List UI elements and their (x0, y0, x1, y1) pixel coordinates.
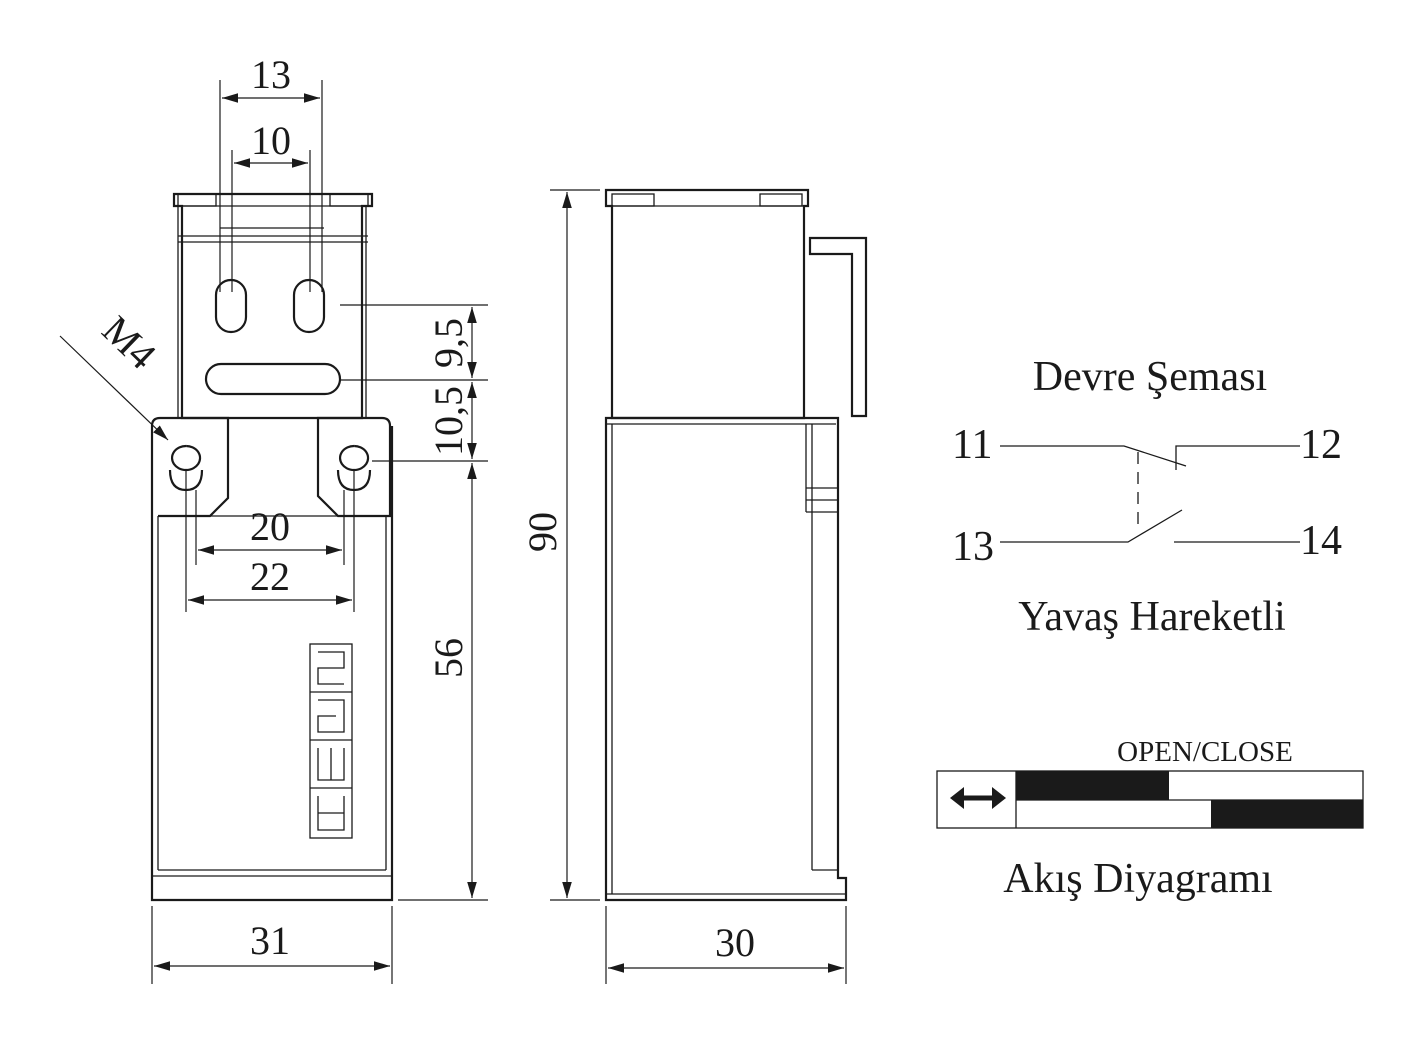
actuator-slot-right (292, 278, 326, 334)
terminal-12: 12 (1300, 422, 1342, 468)
thread-label: M4 (94, 307, 165, 378)
front-view: M4 13 10 9,5 10,5 56 20 22 31 (59, 52, 488, 984)
flow-title: Akış Diyagramı (1003, 856, 1272, 902)
circuit-diagram: Devre Şeması 11 12 13 14 Yavaş Hareketli (952, 354, 1342, 640)
dim-slot-inner: 10 (251, 118, 291, 163)
terminal-14: 14 (1300, 518, 1342, 564)
terminal-13: 13 (952, 524, 994, 570)
dim-lower-offset: 10,5 (426, 386, 471, 456)
dim-upper-offset: 9,5 (426, 318, 471, 368)
double-arrow-icon (950, 787, 1006, 809)
emas-logo (309, 643, 353, 839)
actuator-slot-horizontal (204, 362, 342, 396)
actuator-head (172, 192, 374, 420)
flow-bar-open (1016, 771, 1169, 800)
actuator-slot-left (214, 278, 248, 334)
dim-body-height: 56 (426, 638, 471, 678)
circuit-title: Devre Şeması (1033, 354, 1267, 400)
dim-slot-outer: 13 (251, 52, 291, 97)
side-view: 90 30 (520, 188, 868, 984)
thread-leader (59, 335, 169, 441)
dim-front-width: 31 (250, 918, 290, 963)
actuator-key (808, 236, 868, 418)
dim-total-height: 90 (520, 512, 565, 552)
action-type: Yavaş Hareketli (1018, 594, 1286, 640)
flow-diagram: OPEN/CLOSE Akış Diyagramı (936, 736, 1364, 902)
dim-hole-inner: 20 (250, 504, 290, 549)
switch-body (150, 416, 394, 902)
terminal-11: 11 (952, 422, 992, 468)
dim-hole-outer: 22 (250, 554, 290, 599)
dim-side-width: 30 (715, 920, 755, 965)
flow-bar-close (1211, 800, 1363, 828)
flow-header: OPEN/CLOSE (1117, 736, 1293, 768)
